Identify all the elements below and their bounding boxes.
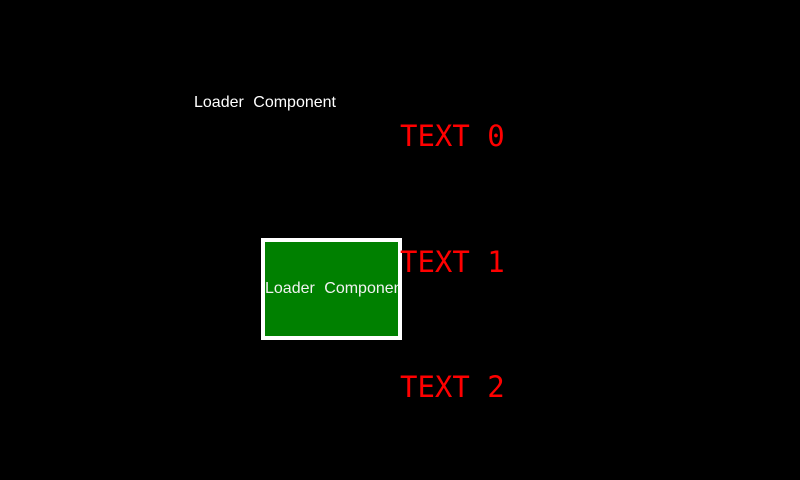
text-list: TEXT 0 TEXT 1 TEXT 2 TEXT 3 TEXT 4 TEXT … (400, 33, 505, 480)
text-item: TEXT 1 (400, 244, 505, 279)
text-item: TEXT 2 (400, 369, 505, 404)
loader-component-box: Loader Component (261, 238, 402, 340)
loader-component-label: Loader Component (194, 94, 336, 111)
loader-component-box-label: Loader Component (265, 280, 402, 297)
text-item: TEXT 0 (400, 119, 505, 154)
